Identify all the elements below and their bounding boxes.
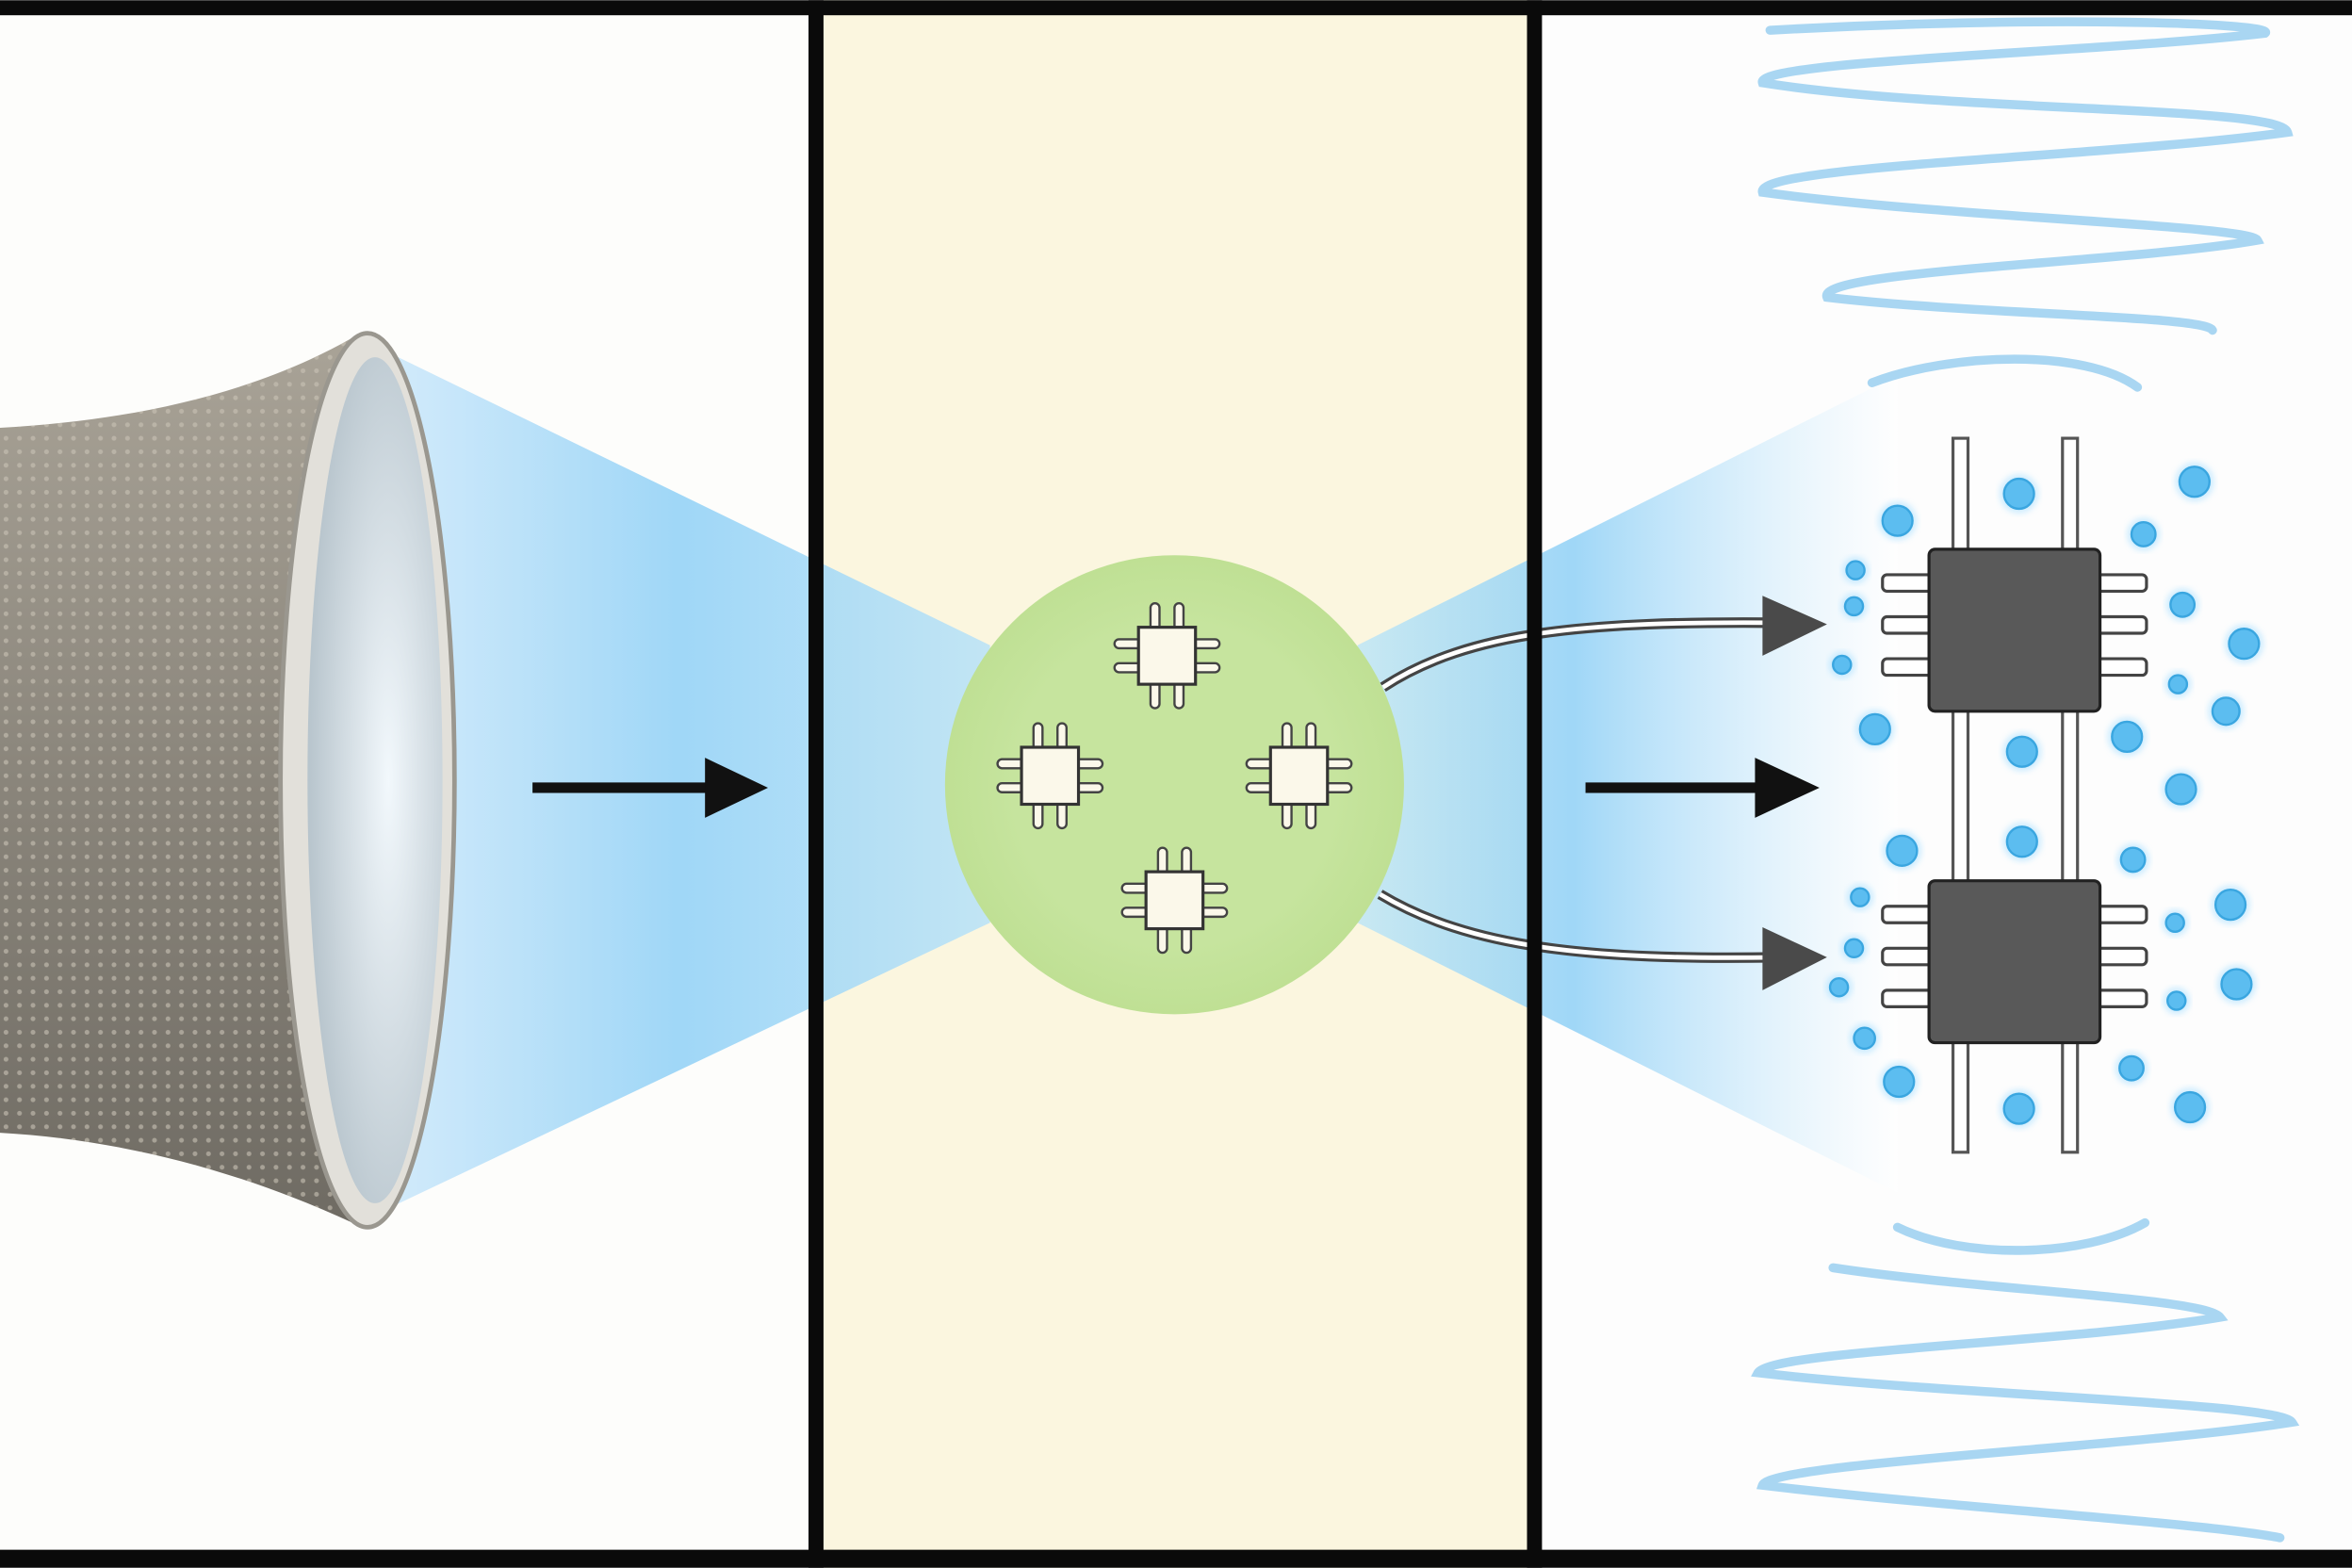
flow-arrow-icon [1585,758,1820,818]
signal-dot [1828,976,1850,998]
signal-dot [2228,628,2261,661]
incoming-beam [368,342,990,1218]
signal-dot [2005,825,2038,858]
microchip-icon [1113,601,1221,710]
microchip-icon [1881,547,2148,713]
large-chips [1881,547,2148,1045]
signal-dot [2173,1090,2207,1124]
signal-dot [2213,889,2247,922]
signal-dot [2005,735,2038,768]
signal-dot [2002,477,2035,511]
signal-dot [1858,712,1891,746]
signal-dot [2164,912,2185,933]
signal-dot [2118,1054,2145,1082]
signal-dot [2002,1092,2035,1125]
wave-icon [1751,17,2300,1543]
signal-dot [1886,834,1919,867]
signal-dot [2167,674,2189,694]
flow-arrow-icon [532,758,769,818]
signal-dot [1845,560,1866,580]
signal-dot [2111,720,2144,753]
small-chips [996,601,1353,955]
horn-icon [0,331,457,1230]
signal-dot [2220,968,2253,1001]
signal-dot [1832,654,1853,676]
signal-dot [2211,696,2241,727]
signal-dot [2178,466,2211,498]
microchip-icon [996,722,1104,830]
signal-dot [1850,887,1870,907]
signal-dot [1843,596,1865,617]
signal-dot [1843,938,1865,959]
metamaterial-circle [944,555,1404,1015]
signal-dot [2164,773,2197,806]
signal-dot [1881,504,1914,537]
signal-dot [1883,1065,1916,1099]
signal-dot [2169,591,2197,618]
signal-dot [1853,1026,1876,1051]
curved-arrow-icon [1380,596,1827,692]
microchip-icon [1245,722,1353,830]
microchip-icon [1120,846,1229,955]
curved-arrow-icon [1377,890,1827,990]
signal-dot [2130,521,2157,547]
signal-dot [2166,990,2187,1011]
signal-dots [1825,462,2264,1129]
signal-dot [2119,846,2147,874]
microchip-icon [1881,879,2148,1045]
